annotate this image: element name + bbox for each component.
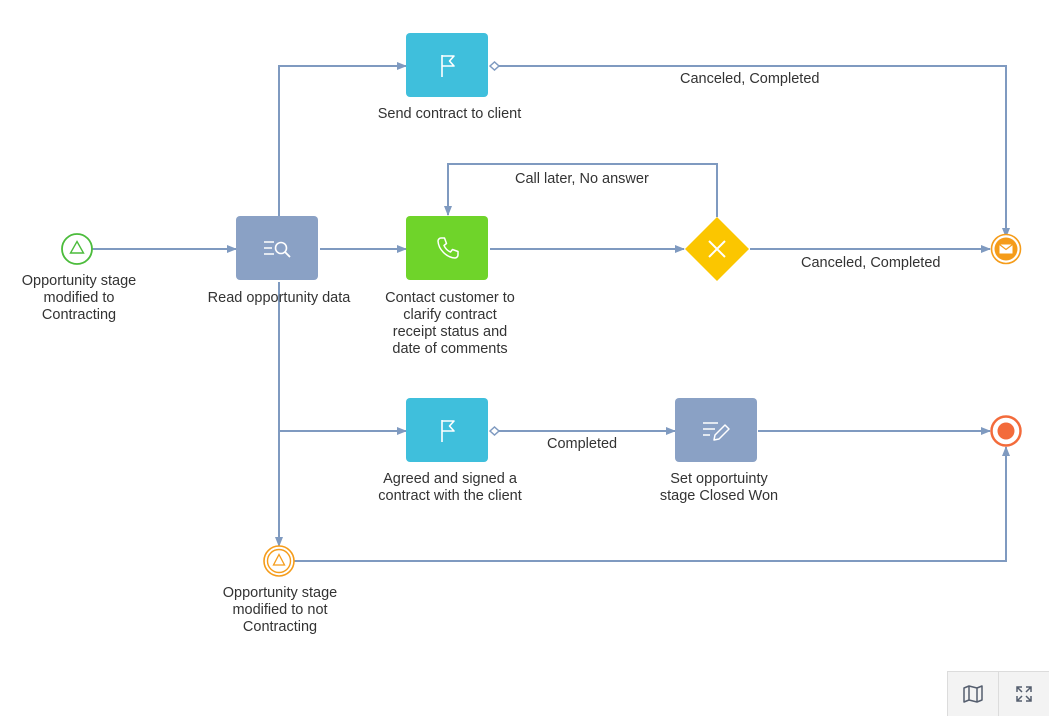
task-agreed-signed[interactable]: [406, 398, 488, 462]
start-event[interactable]: [61, 233, 93, 265]
task-contact-customer[interactable]: [406, 216, 488, 280]
phone-icon: [437, 237, 459, 259]
task-set-stage[interactable]: [675, 398, 757, 462]
flow-label-agreed-to-set: Completed: [547, 436, 618, 452]
x-icon: [708, 240, 726, 258]
flow-label-loop: Call later, No answer: [515, 171, 649, 187]
fullscreen-button[interactable]: [999, 672, 1049, 716]
flow-read-to-send-contract[interactable]: [278, 62, 407, 216]
message-end-event[interactable]: [990, 233, 1022, 265]
default-flow-marker: [488, 60, 501, 72]
flow-send-contract-to-end[interactable]: [499, 65, 1010, 238]
edit-list-icon: [703, 422, 730, 441]
fullscreen-icon: [1016, 686, 1032, 702]
task-send-contract[interactable]: [406, 33, 488, 97]
label-send-contract: Send contract to client: [377, 106, 522, 122]
default-flow-marker: [488, 425, 501, 437]
toolbar-divider: [998, 672, 999, 716]
flow-label-send-to-end: Canceled, Completed: [680, 71, 820, 87]
flow-boundary-to-end[interactable]: [294, 446, 1010, 562]
envelope-icon: [999, 244, 1013, 254]
map-button[interactable]: [948, 672, 998, 716]
task-read-opportunity[interactable]: [236, 216, 318, 280]
label-read-opportunity: Read opportunity data: [207, 290, 351, 306]
flow-label-gateway-to-end: Canceled, Completed: [801, 255, 941, 271]
flag-icon: [441, 420, 455, 442]
flow-gateway-loop[interactable]: [444, 163, 718, 217]
diagram-toolbar: [947, 671, 1049, 716]
triangle-icon: [272, 553, 286, 566]
flag-icon: [441, 55, 455, 77]
search-list-icon: [264, 241, 291, 258]
end-event[interactable]: [990, 415, 1022, 447]
exclusive-gateway[interactable]: [685, 217, 749, 281]
triangle-icon: [69, 240, 85, 254]
boundary-event[interactable]: [263, 545, 295, 577]
map-icon: [963, 685, 983, 703]
